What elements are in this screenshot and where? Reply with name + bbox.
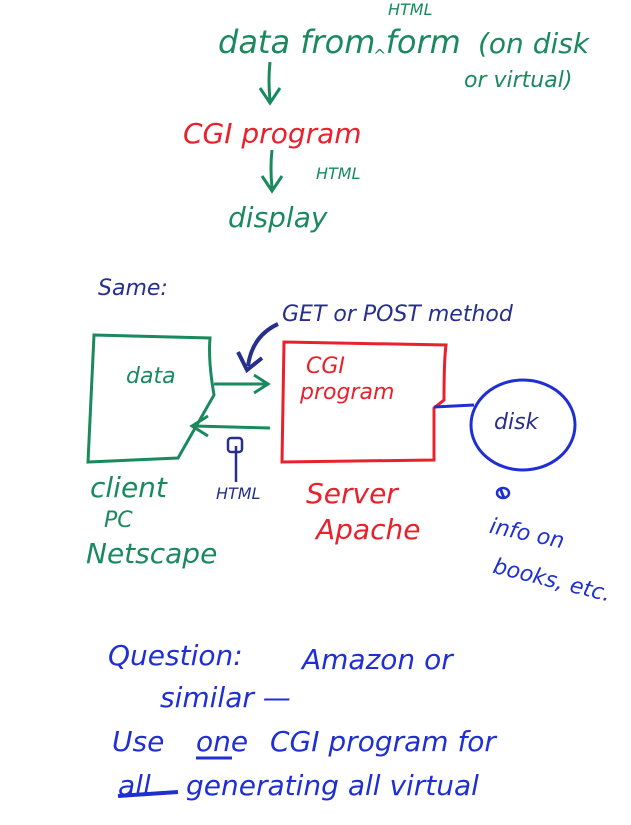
client-box-label: data xyxy=(126,364,176,389)
question-line2: similar — xyxy=(160,681,291,714)
cgi-program-top-label: CGI program xyxy=(183,117,362,150)
same-label: Same: xyxy=(98,276,168,301)
question-use: Use xyxy=(112,725,165,758)
info-pointer-dot xyxy=(495,486,511,500)
response-arrow xyxy=(193,424,271,430)
caret-mark: ^ xyxy=(373,46,387,65)
client-line2: PC xyxy=(104,508,133,533)
method-label: GET or POST method xyxy=(282,302,513,327)
server-line1: Server xyxy=(306,477,398,510)
strike-all xyxy=(117,790,179,798)
server-line2: Apache xyxy=(316,513,421,546)
method-arrow-head xyxy=(236,351,264,374)
disk-circle xyxy=(469,378,577,472)
arrow-down-1 xyxy=(267,61,272,101)
request-arrow-head xyxy=(253,373,271,395)
client-box xyxy=(86,333,216,464)
html-label-top: HTML xyxy=(388,0,433,19)
disk-connector xyxy=(433,403,475,409)
client-line1: client xyxy=(90,471,167,504)
arrow-down-1-head xyxy=(258,87,282,106)
question-line4-rest: generating all virtual xyxy=(186,769,479,802)
cgi-box-line2: program xyxy=(300,380,395,405)
question-struck-word: all xyxy=(118,769,151,802)
data-from-form-label: data from form xyxy=(218,23,461,61)
cgi-box xyxy=(280,340,448,464)
or-virtual-label: or virtual) xyxy=(464,68,573,93)
question-prefix: Question: xyxy=(108,639,243,672)
html-marker xyxy=(226,436,244,454)
arrow-down-2-head xyxy=(260,175,284,194)
question-line3-rest: CGI program for xyxy=(270,725,496,758)
cgi-box-line1: CGI xyxy=(306,354,345,379)
html-return-label: HTML xyxy=(216,484,261,503)
question-rest: Amazon or xyxy=(302,643,453,676)
html-label-middle: HTML xyxy=(316,164,361,183)
display-label: display xyxy=(228,201,328,234)
arrow-down-2 xyxy=(269,149,274,189)
method-arrow xyxy=(246,322,279,367)
disk-label: disk xyxy=(494,410,539,435)
response-arrow-head xyxy=(189,414,209,438)
on-disk-label: (on disk xyxy=(478,27,590,60)
question-one: one xyxy=(196,725,249,758)
client-line3: Netscape xyxy=(86,537,218,570)
